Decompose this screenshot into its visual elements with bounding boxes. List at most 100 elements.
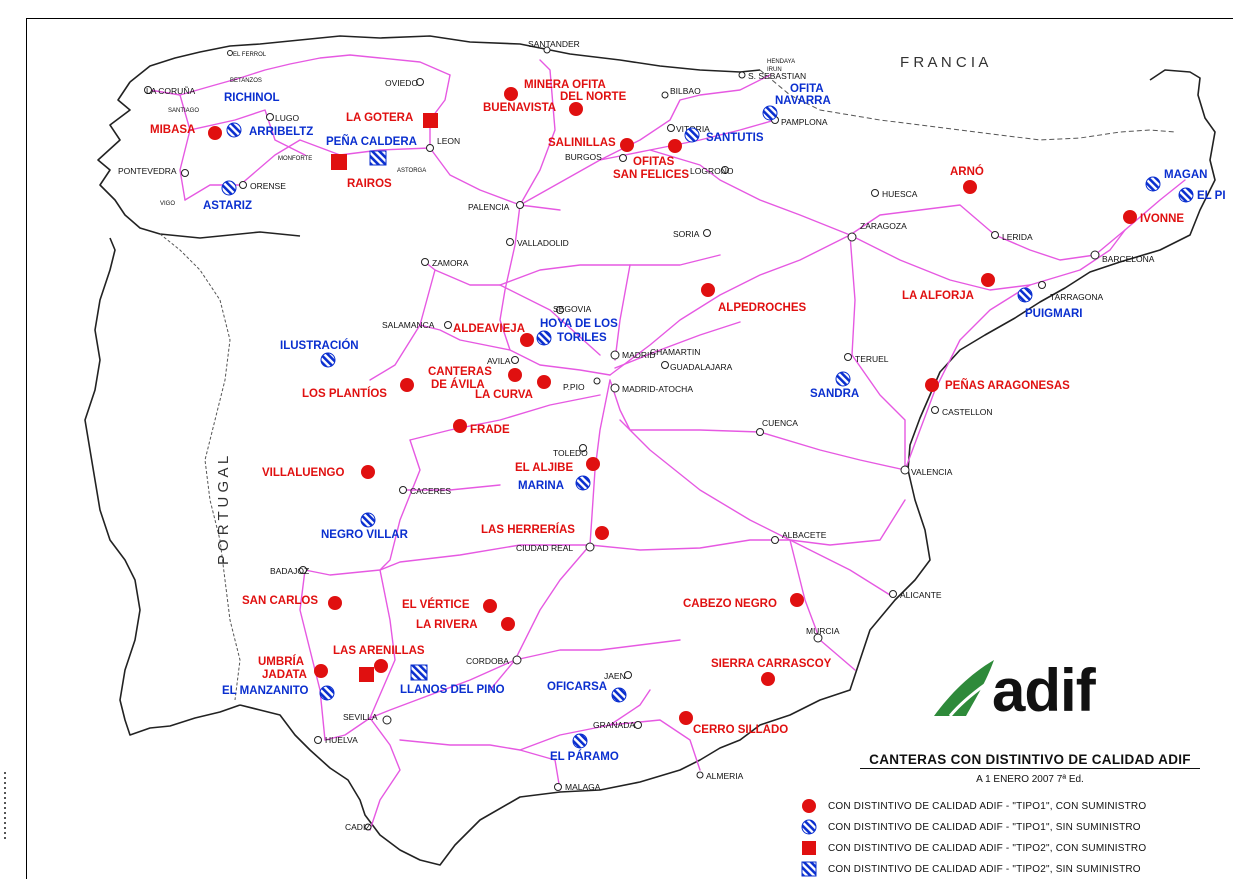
quarry-red-circle [314, 664, 328, 678]
quarry-label: CABEZO NEGRO [683, 598, 777, 610]
quarry-label: MARINA [518, 480, 564, 492]
quarry-label: ASTARIZ [203, 200, 252, 212]
city-markers [144, 46, 1100, 831]
quarry-label: EL ALJIBE [515, 462, 573, 474]
city-label: SANTANDER [528, 39, 580, 49]
quarry-label: TORILES [557, 332, 607, 344]
quarry-label: DEL NORTE [560, 91, 627, 103]
city-label: MURCIA [806, 626, 840, 636]
rail-network [149, 54, 1186, 831]
quarry-label: PEÑAS ARAGONESAS [945, 379, 1070, 392]
quarry-label: MINERA OFITA [524, 79, 606, 91]
quarry-label: RAIROS [347, 178, 392, 190]
quarry-red-square [331, 154, 347, 170]
quarry-red-circle [586, 457, 600, 471]
quarry-label: ARRIBELTZ [249, 126, 313, 138]
quarry-label: VILLALUENGO [262, 467, 344, 479]
city-label: CORDOBA [466, 656, 509, 666]
legend-subtitle: A 1 ENERO 2007 7ª Ed. [976, 774, 1084, 785]
quarry-label: SANDRA [810, 388, 859, 400]
quarry-red-circle [483, 599, 497, 613]
quarry-label: PEÑA CALDERA [326, 135, 417, 148]
peninsula-outline [97, 35, 761, 239]
quarry-label: EL PI [1197, 190, 1226, 202]
quarry-label: HOYA DE LOS [540, 318, 618, 330]
quarry-label: EL VÉRTICE [402, 598, 470, 611]
quarry-label: NEGRO VILLAR [321, 529, 409, 541]
quarry-label: JADATA [262, 669, 307, 681]
quarry-red-circle [981, 273, 995, 287]
quarry-red-circle [963, 180, 977, 194]
city-label: VIGO [160, 201, 175, 207]
quarry-label: LA GOTERA [346, 112, 413, 124]
city-label: P.PIO [563, 382, 585, 392]
legend-item: CON DISTINTIVO DE CALIDAD ADIF - "TIPO2"… [800, 861, 1141, 877]
quarry-label: SANTUTIS [706, 132, 764, 144]
city-label: LUGO [275, 113, 299, 123]
legend-item-label: CON DISTINTIVO DE CALIDAD ADIF - "TIPO1"… [828, 800, 1147, 812]
quarry-blue-circle [762, 105, 778, 121]
city-label: CIUDAD REAL [516, 543, 573, 553]
city-label: LERIDA [1002, 232, 1033, 242]
adif-logo-text: adif [992, 657, 1096, 724]
quarry-label: NAVARRA [775, 95, 831, 107]
quarry-red-circle [453, 419, 467, 433]
quarry-label: LOS PLANTÍOS [302, 387, 387, 400]
quarry-red-circle [504, 87, 518, 101]
quarry-red-circle [701, 283, 715, 297]
quarry-label: OFITA [790, 83, 824, 95]
quarry-blue-circle [611, 687, 627, 703]
city-label: SEGOVIA [553, 304, 592, 314]
quarry-blue-circle [1145, 176, 1161, 192]
quarry-label: SALINILLAS [548, 137, 616, 149]
quarry-label: ALPEDROCHES [718, 302, 807, 314]
quarry-label: ALDEAVIEJA [453, 323, 525, 335]
country-label-france: F R A N C I A [900, 54, 988, 71]
legend-item: CON DISTINTIVO DE CALIDAD ADIF - "TIPO1"… [800, 819, 1141, 835]
quarry-label: CANTERAS [428, 366, 492, 378]
quarry-red-circle [520, 333, 534, 347]
city-label: LA CORUÑA [146, 86, 195, 96]
quarry-label: IVONNE [1140, 213, 1184, 225]
quarry-blue-circle [221, 180, 237, 196]
city-label: BARCELONA [1102, 254, 1155, 264]
quarry-red-circle [1123, 210, 1137, 224]
quarry-blue-square [369, 150, 387, 166]
city-label: MADRID-ATOCHA [622, 384, 693, 394]
quarry-label: ILUSTRACIÓN [280, 339, 359, 352]
quarry-blue-circle [575, 475, 591, 491]
legend-item: CON DISTINTIVO DE CALIDAD ADIF - "TIPO2"… [800, 840, 1146, 856]
city-label: CHAMARTIN [650, 347, 700, 357]
quarry-red-square [359, 667, 374, 682]
quarry-blue-circle [319, 685, 335, 701]
quarry-red-square [423, 113, 438, 128]
quarry-blue-circle [226, 122, 242, 138]
quarry-label: EL PÁRAMO [550, 750, 619, 763]
city-label: GRANADA [593, 720, 635, 730]
city-label: BURGOS [565, 152, 602, 162]
city-label: MALAGA [565, 782, 601, 792]
quarry-label: MIBASA [150, 124, 195, 136]
legend-item: CON DISTINTIVO DE CALIDAD ADIF - "TIPO1"… [800, 798, 1146, 814]
quarry-blue-circle [320, 352, 336, 368]
quarry-red-circle [620, 138, 634, 152]
city-label: SORIA [673, 229, 700, 239]
blue-hatched-circle-icon [800, 819, 818, 835]
quarry-label: PUIGMARI [1025, 308, 1083, 320]
quarry-red-circle [925, 378, 939, 392]
city-label: PAMPLONA [781, 117, 828, 127]
city-label: LEON [437, 136, 460, 146]
city-label: LOGROÑO [690, 166, 734, 176]
city-label: ALBACETE [782, 530, 827, 540]
quarry-label: LA CURVA [475, 389, 533, 401]
quarry-label: FRADE [470, 424, 510, 436]
city-label: S. SEBASTIAN [748, 71, 806, 81]
city-label: TERUEL [855, 354, 889, 364]
red-square-icon [800, 840, 818, 856]
city-label: CADIZ [345, 822, 371, 832]
city-label: IRUN [767, 67, 782, 73]
quarry-label: RICHINOL [224, 92, 280, 104]
city-label: ZARAGOZA [860, 221, 907, 231]
quarry-blue-circle [1178, 187, 1194, 203]
city-label: BADAJOZ [270, 566, 309, 576]
